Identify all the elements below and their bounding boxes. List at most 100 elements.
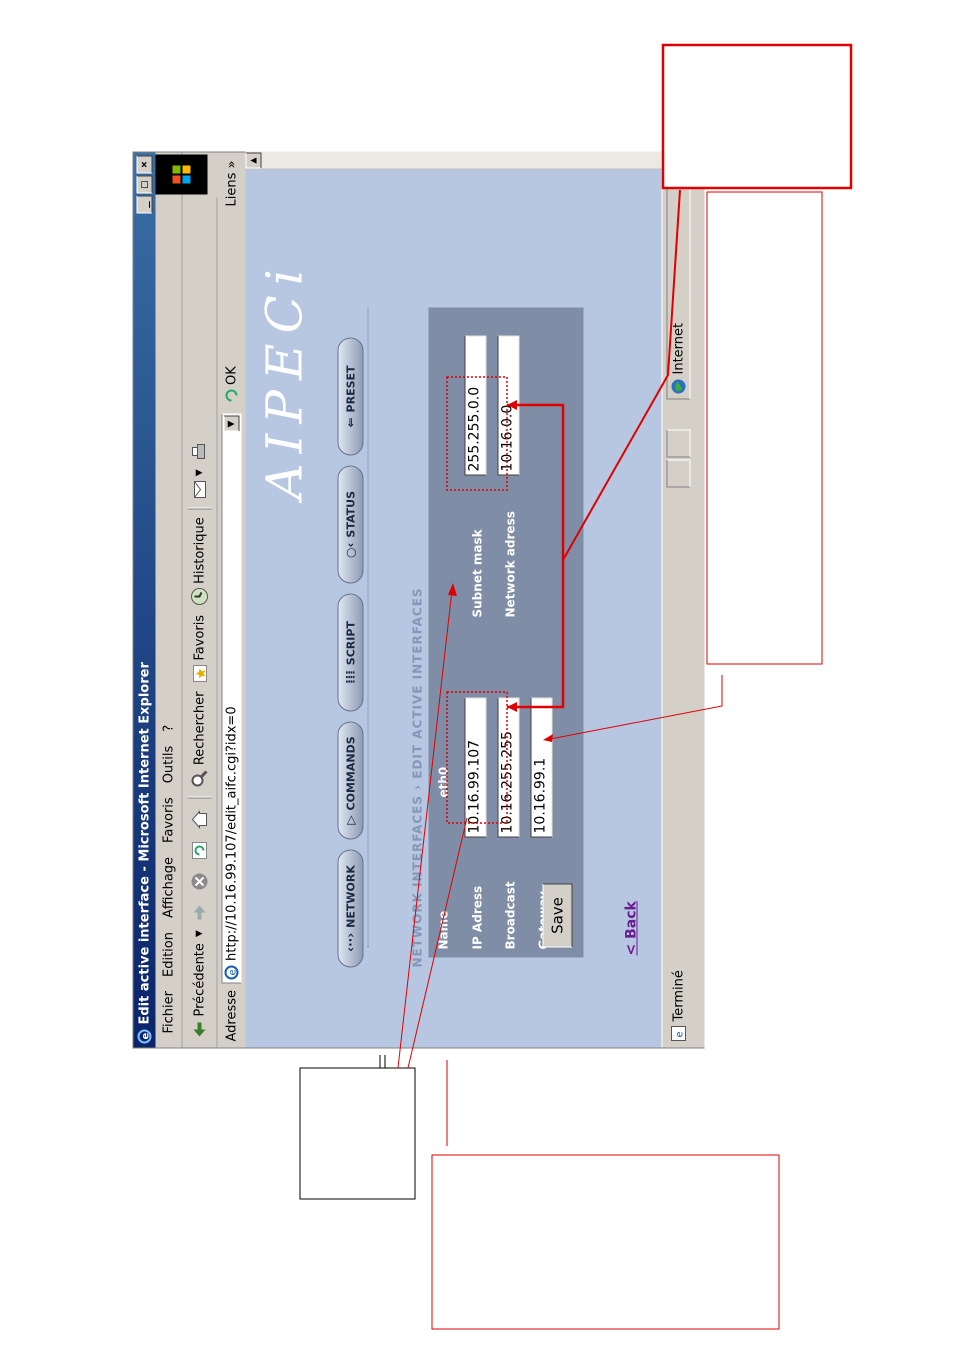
security-zone: Internet bbox=[666, 159, 690, 400]
title-bar: e Edit active interface - Microsoft Inte… bbox=[133, 152, 155, 1048]
back-arrow-icon bbox=[193, 1022, 205, 1037]
menu-affichage[interactable]: Affichage bbox=[160, 856, 176, 919]
go-arrow-icon bbox=[225, 390, 237, 402]
svg-text:e: e bbox=[140, 1033, 151, 1040]
status-text: Terminé bbox=[670, 970, 686, 1022]
favorites-button[interactable]: Favoris bbox=[189, 615, 209, 684]
callout-box-bottom-left bbox=[299, 1067, 416, 1200]
refresh-button[interactable] bbox=[189, 837, 209, 860]
stop-icon bbox=[191, 873, 207, 890]
mail-button[interactable]: ▼ bbox=[189, 469, 209, 499]
nav-network-label: NETWORK bbox=[343, 865, 357, 928]
chevron-down-icon[interactable]: ▼ bbox=[194, 469, 204, 477]
print-button[interactable] bbox=[189, 438, 209, 461]
globe-icon bbox=[671, 379, 685, 394]
subnet-input[interactable]: 255.255.0.0 bbox=[464, 335, 486, 476]
svg-text:e: e bbox=[227, 970, 238, 976]
address-input[interactable]: e http://10.16.99.107/edit_aifc.cgi?idx=… bbox=[221, 413, 241, 984]
address-label: Adresse bbox=[223, 989, 239, 1042]
network-input[interactable]: 10.16.0.0 bbox=[497, 335, 519, 476]
back-label: Précédente bbox=[191, 943, 207, 1017]
breadcrumb: NETWORK INTERFACES › EDIT ACTIVE INTERFA… bbox=[410, 587, 424, 968]
home-button[interactable] bbox=[189, 806, 209, 829]
nav-buttons: ‹··› NETWORK ▷ COMMANDS ⁞⁞⁞ SCRIPT ○‹ STATUS… bbox=[337, 337, 363, 968]
nav-commands-label: COMMANDS bbox=[343, 736, 357, 811]
minimize-button[interactable]: _ bbox=[136, 195, 152, 214]
refresh-icon bbox=[191, 841, 207, 859]
dots-grid-icon: ⁞⁞⁞ bbox=[343, 670, 357, 684]
ip-input[interactable]: 10.16.99.107 bbox=[464, 697, 486, 838]
network-icon: ‹··› bbox=[343, 932, 357, 952]
scroll-up-icon[interactable]: ▲ bbox=[245, 152, 261, 169]
ie-app-icon: e bbox=[137, 1029, 151, 1044]
nav-commands-button[interactable]: ▷ COMMANDS bbox=[337, 721, 363, 840]
nav-script-label: SCRIPT bbox=[343, 621, 357, 666]
callout-box-bottom bbox=[431, 1154, 780, 1330]
status-bar: e Terminé Internet bbox=[661, 152, 704, 1048]
forward-button[interactable] bbox=[189, 899, 209, 922]
menu-help[interactable]: ? bbox=[160, 724, 176, 732]
back-link[interactable]: < Back bbox=[623, 901, 639, 956]
nav-script-button[interactable]: ⁞⁞⁞ SCRIPT bbox=[337, 593, 363, 712]
go-label: OK bbox=[223, 366, 239, 385]
stop-button[interactable] bbox=[189, 868, 209, 891]
callout-box-right bbox=[706, 191, 823, 665]
address-url: http://10.16.99.107/edit_aifc.cgi?idx=0 bbox=[223, 706, 239, 961]
menu-favoris[interactable]: Favoris bbox=[160, 797, 176, 843]
page-viewport: AIPECi ‹··› NETWORK ▷ COMMANDS ⁞⁞⁞ SCRIPT ○… bbox=[245, 152, 661, 1048]
play-icon: ▷ bbox=[343, 815, 357, 825]
links-button[interactable]: Liens » bbox=[223, 160, 239, 207]
name-value: eth0 bbox=[436, 766, 450, 798]
menu-outils[interactable]: Outils bbox=[160, 745, 176, 784]
small-marks bbox=[379, 1055, 386, 1068]
search-button[interactable]: Rechercher bbox=[189, 692, 209, 789]
toolbar: Précédente ▼ Rechercher Favoris Historiq… bbox=[182, 197, 217, 1048]
nav-preset-button[interactable]: ⇐ PRESET bbox=[337, 337, 363, 456]
menu-edition[interactable]: Edition bbox=[160, 932, 176, 977]
svg-text:e: e bbox=[674, 1031, 685, 1037]
page-icon: e bbox=[224, 965, 238, 980]
name-label: Name bbox=[436, 910, 450, 950]
broadcast-input[interactable]: 10.16.255.255 bbox=[497, 697, 519, 838]
close-button[interactable]: × bbox=[136, 155, 152, 174]
nav-preset-label: PRESET bbox=[343, 365, 357, 413]
history-icon bbox=[190, 588, 208, 606]
print-icon bbox=[191, 443, 205, 459]
nav-status-label: STATUS bbox=[343, 491, 357, 538]
history-button[interactable]: Historique bbox=[189, 517, 209, 607]
vertical-scrollbar[interactable]: ▲ bbox=[245, 151, 661, 170]
windows-logo-icon bbox=[155, 154, 207, 195]
address-bar: Adresse e http://10.16.99.107/edit_aifc.… bbox=[217, 152, 246, 1048]
nav-status-button[interactable]: ○‹ STATUS bbox=[337, 465, 363, 584]
address-dropdown-icon[interactable]: ▼ bbox=[223, 415, 239, 432]
favorites-star-icon bbox=[192, 665, 207, 683]
back-button[interactable]: Précédente ▼ bbox=[189, 930, 209, 1039]
forward-arrow-icon bbox=[193, 905, 205, 920]
ip-label: IP Adress bbox=[470, 885, 484, 950]
nav-network-button[interactable]: ‹··› NETWORK bbox=[337, 849, 363, 968]
status-icon: ○‹ bbox=[343, 542, 357, 559]
zone-label: Internet bbox=[670, 322, 686, 375]
window-title: Edit active interface - Microsoft Intern… bbox=[136, 662, 152, 1025]
aipeci-logo: AIPECi bbox=[255, 259, 313, 500]
chevron-down-icon[interactable]: ▼ bbox=[194, 930, 204, 938]
save-button[interactable]: Save bbox=[542, 883, 572, 948]
home-icon bbox=[191, 809, 207, 829]
separator-dotted bbox=[367, 307, 368, 948]
preset-arrow-icon: ⇐ bbox=[343, 417, 357, 428]
go-button[interactable]: OK bbox=[223, 366, 239, 404]
menu-fichier[interactable]: Fichier bbox=[160, 991, 176, 1034]
search-icon bbox=[191, 770, 208, 787]
gateway-input[interactable]: 10.16.99.1 bbox=[530, 697, 552, 838]
broadcast-label: Broadcast bbox=[503, 881, 517, 950]
maximize-button[interactable]: □ bbox=[136, 175, 152, 194]
browser-window: e Edit active interface - Microsoft Inte… bbox=[132, 151, 704, 1049]
search-label: Rechercher bbox=[191, 691, 207, 766]
network-label: Network adress bbox=[503, 511, 517, 618]
subnet-label: Subnet mask bbox=[470, 529, 484, 618]
history-label: Historique bbox=[191, 517, 207, 584]
mail-icon bbox=[193, 480, 206, 498]
page-done-icon: e bbox=[670, 1026, 686, 1041]
favorites-label: Favoris bbox=[191, 614, 207, 661]
menu-bar: Fichier Edition Affichage Favoris Outils… bbox=[155, 152, 182, 1048]
